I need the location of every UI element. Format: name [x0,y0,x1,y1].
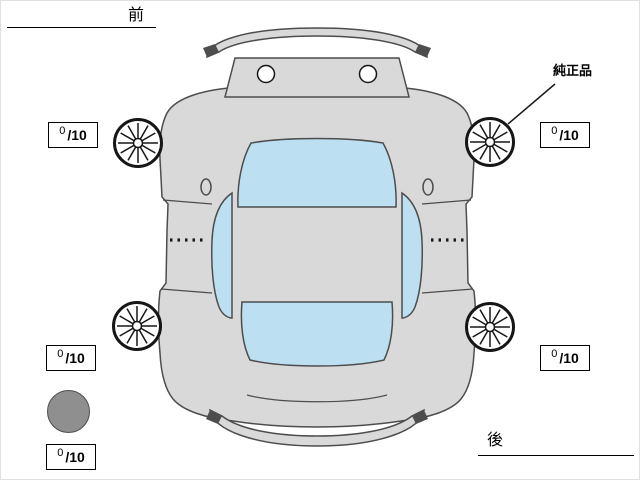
score-value: 0 [551,348,558,360]
score-value: 0 [57,447,64,459]
rear-bumper-end-right [412,410,428,424]
wheel-front-left-icon [113,118,163,168]
rear-underline [478,455,634,456]
score-value: 0 [551,125,558,137]
front-panel [224,57,410,98]
tread-score-spare: 0/10 [46,444,96,470]
right-mirror [422,178,434,196]
tread-score-front-right: 0/10 [540,122,590,148]
tread-score-rear-left: 0/10 [46,345,96,371]
cowl-cap-right-icon [358,64,378,84]
windshield-glass [237,137,397,208]
cowl-cap-left-icon [256,64,276,84]
genuine-part-pointer-line [507,83,556,125]
left-mirror [200,178,212,196]
score-value: 0 [59,125,66,137]
wheel-front-right-icon [465,117,515,167]
spare-tire-icon [47,390,90,433]
wheel-rear-right-icon [465,302,515,352]
right-rear-door-seam [421,288,474,294]
score-max: /10 [67,127,87,143]
right-front-door-seam [421,199,472,205]
score-max: /10 [559,127,579,143]
score-max: /10 [65,350,85,366]
front-label: 前 [128,7,145,24]
front-bumper-end-right [415,44,431,57]
trunk-seam [246,394,388,403]
front-bumper-end-left [203,44,219,57]
front-underline [7,27,156,28]
wheel-rear-left-icon [112,301,162,351]
score-value: 0 [57,348,64,360]
left-front-door-seam [162,199,213,205]
score-max: /10 [559,350,579,366]
front-bumper [206,27,428,59]
genuine-part-label: 純正品 [553,63,593,78]
tread-score-rear-right: 0/10 [540,345,590,371]
score-max: /10 [65,449,85,465]
left-side-glass [211,191,233,319]
rear-glass [240,301,394,367]
left-rear-door-seam [160,288,213,294]
tread-score-front-left: 0/10 [48,122,98,148]
right-side-glass [401,191,423,319]
rear-label: 後 [487,432,504,449]
rear-bumper-end-left [206,410,222,424]
